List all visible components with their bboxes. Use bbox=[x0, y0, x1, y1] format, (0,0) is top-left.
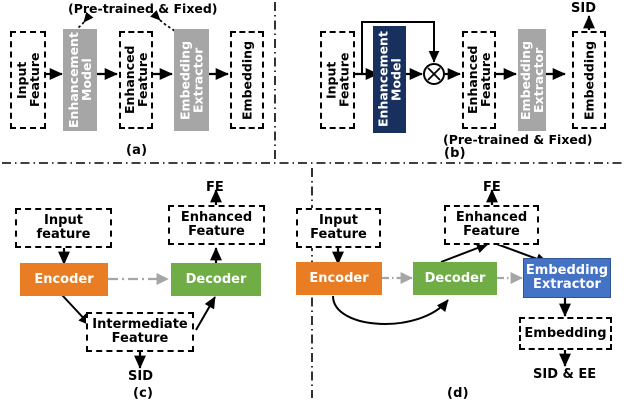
panel-d-caption: (d) bbox=[447, 386, 469, 401]
panel-b-input-feature-label: Input Feature bbox=[323, 52, 352, 108]
panel-d-encoder-label: Encoder bbox=[309, 270, 369, 286]
panel-a-input-feature-label: Input Feature bbox=[13, 52, 42, 108]
panel-a-enhancement-model: Enhancement Model bbox=[63, 29, 97, 131]
panel-d-embedding-extractor: Embedding Extractor bbox=[523, 258, 611, 298]
panel-c-intermediate-feature: Intermediate Feature bbox=[86, 312, 194, 352]
panel-d-input-feature: Input Feature bbox=[296, 208, 381, 248]
panel-a-embedding-label: Embedding bbox=[239, 40, 255, 120]
panel-b-embedding-extractor: Embedding Extractor bbox=[518, 29, 546, 131]
panel-d-encoder: Encoder bbox=[296, 262, 382, 295]
panel-b-input-feature: Input Feature bbox=[320, 31, 355, 129]
panel-d-output-sid-ee: SID & EE bbox=[533, 367, 597, 382]
panel-c-intermediate-feature-label: Intermediate Feature bbox=[92, 317, 188, 346]
panel-d-input-feature-label: Input Feature bbox=[310, 213, 367, 242]
panel-a-caption: (a) bbox=[126, 143, 148, 158]
panel-d-embedding-label: Embedding bbox=[524, 325, 607, 341]
panel-b-embedding-extractor-label: Embedding Extractor bbox=[517, 40, 546, 120]
panel-b-caption: (b) bbox=[444, 146, 466, 161]
panel-a-enhanced-feature-label: Enhanced Feature bbox=[121, 45, 150, 115]
panel-a-pretrained-note: (Pre-trained & Fixed) bbox=[68, 1, 218, 16]
panel-a-input-feature: Input Feature bbox=[10, 31, 46, 129]
panel-a-embedding: Embedding bbox=[230, 31, 264, 129]
panel-c-enhanced-feature-label: Enhanced Feature bbox=[180, 210, 253, 239]
panel-d-decoder-label: Decoder bbox=[424, 270, 486, 286]
panel-c-encoder-label: Encoder bbox=[34, 271, 94, 287]
panel-c-input-feature-label: Input feature bbox=[36, 213, 91, 242]
panel-b-embedding: Embedding bbox=[572, 31, 606, 129]
panel-b-enhancement-model: Enhancement Model bbox=[373, 26, 406, 133]
panel-c-output-sid: SID bbox=[128, 369, 153, 384]
panel-a-enhancement-model-label: Enhancement Model bbox=[65, 32, 94, 128]
panel-d-decoder: Decoder bbox=[413, 262, 497, 295]
panel-b-enhanced-feature-label: Enhanced Feature bbox=[464, 45, 493, 115]
panel-d-enhanced-feature: Enhanced Feature bbox=[444, 205, 539, 245]
panel-d-enhanced-feature-label: Enhanced Feature bbox=[455, 210, 528, 239]
panel-d-embedding-extractor-label: Embedding Extractor bbox=[525, 263, 609, 292]
panel-c-enhanced-feature: Enhanced Feature bbox=[168, 205, 265, 245]
panel-c-decoder-label: Decoder bbox=[185, 271, 247, 287]
panel-c-decoder: Decoder bbox=[171, 263, 261, 296]
panel-d-embedding: Embedding bbox=[519, 317, 612, 350]
panel-c-caption: (c) bbox=[133, 386, 154, 401]
panel-a-embedding-extractor-label: Embedding Extractor bbox=[177, 40, 206, 120]
panel-b-enhancement-model-label: Enhancement Model bbox=[375, 31, 404, 128]
panel-b-output-sid: SID bbox=[571, 1, 596, 16]
panel-c-encoder: Encoder bbox=[20, 263, 108, 296]
panel-d-output-fe: FE bbox=[483, 180, 501, 195]
panel-b-pretrained-note: (Pre-trained & Fixed) bbox=[443, 132, 593, 147]
panel-divider-vertical bbox=[274, 2, 313, 398]
panel-b-enhanced-feature: Enhanced Feature bbox=[462, 31, 496, 129]
panel-a-embedding-extractor: Embedding Extractor bbox=[174, 29, 209, 131]
panel-b-embedding-label: Embedding bbox=[581, 40, 597, 120]
panel-a-enhanced-feature: Enhanced Feature bbox=[119, 31, 153, 129]
panel-c-output-fe: FE bbox=[206, 180, 224, 195]
panel-c-input-feature: Input feature bbox=[15, 208, 112, 248]
